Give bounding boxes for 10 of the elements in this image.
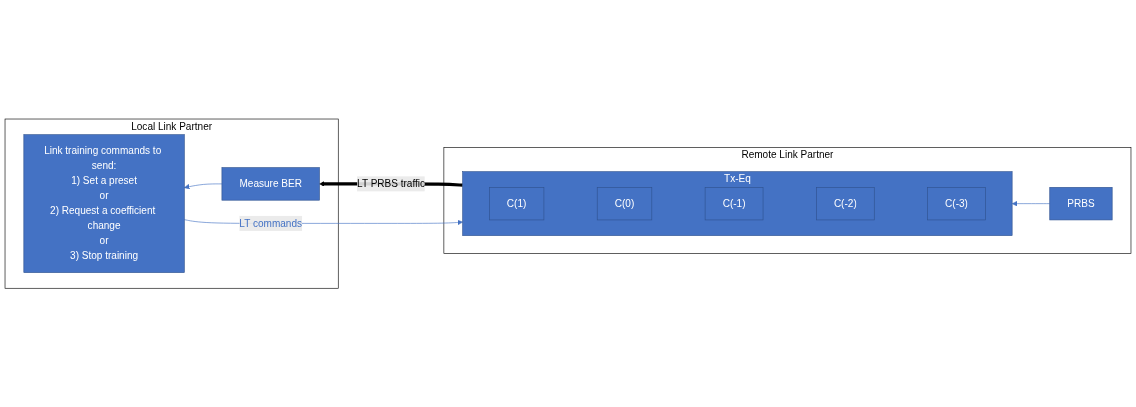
node-box: C(-3): [927, 186, 986, 221]
node-box: C(-2): [816, 186, 875, 221]
node-box: C(1): [489, 186, 545, 221]
node-box: PRBS: [1049, 186, 1113, 221]
edge-label: LT commands: [239, 217, 302, 229]
node-box: C(-1): [704, 186, 764, 221]
node-box: C(0): [596, 186, 653, 221]
node-box: Measure BER: [221, 167, 320, 201]
edge-label: LT PRBS traffic: [357, 178, 426, 189]
node-box: Link training commands to send: 1) Set a preset or 2) Request a coefficient change or 3) Stop training: [23, 134, 185, 273]
